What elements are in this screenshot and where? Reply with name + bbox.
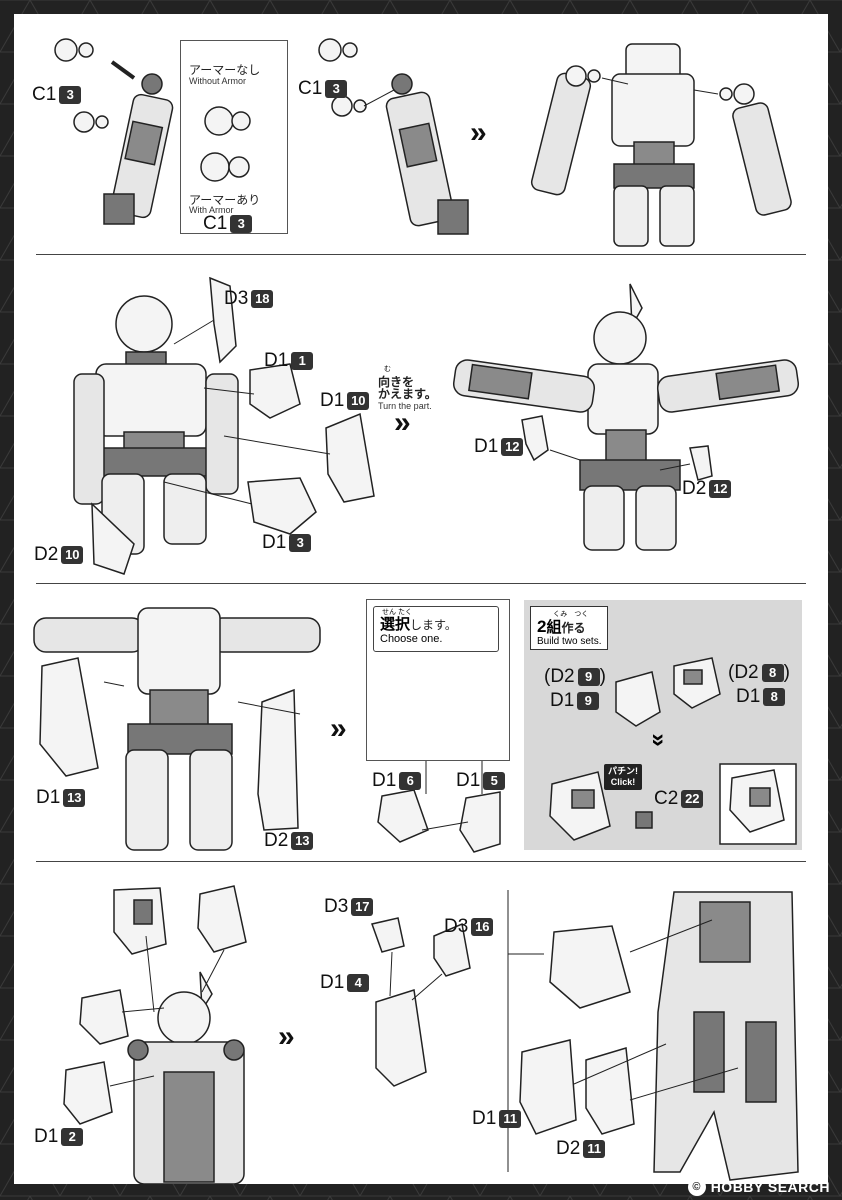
build-en: Build two sets. bbox=[537, 636, 602, 647]
choose-ruby: せん たく bbox=[382, 609, 412, 616]
ball-joint-icon bbox=[200, 106, 251, 182]
copyright-badge-icon: © bbox=[687, 1178, 706, 1196]
click-en: Click! bbox=[610, 777, 636, 787]
turn-ja-2: かえます。 bbox=[378, 387, 437, 401]
step-divider bbox=[36, 583, 806, 584]
armor-with-en: With Armor bbox=[189, 205, 234, 215]
build-ruby: くみ つく bbox=[553, 611, 589, 618]
build-num: 2 bbox=[537, 617, 547, 636]
next-step-arrow: » bbox=[394, 406, 410, 439]
step-divider bbox=[36, 254, 806, 255]
step3-illustration bbox=[33, 607, 501, 853]
armor-none-en: Without Armor bbox=[189, 76, 247, 86]
next-step-arrow: » bbox=[278, 1020, 294, 1053]
down-arrow: » bbox=[645, 733, 673, 747]
hobby-search-watermark: © HOBBY SEARCH bbox=[687, 1178, 830, 1196]
armor-none-ja: アーマーなし bbox=[189, 63, 261, 77]
build-ja-2: 作る bbox=[561, 621, 586, 635]
armor-option-box: アーマーなし Without Armor アーマーあり With Armor C… bbox=[180, 40, 288, 234]
turn-en: Turn the part. bbox=[378, 401, 432, 411]
head-assembly-illustration bbox=[549, 657, 797, 845]
step1-illustration bbox=[54, 38, 792, 247]
armor-with-ja: アーマーあり bbox=[189, 193, 261, 207]
turn-part-note: む 向きを かえます。 Turn the part. bbox=[378, 364, 437, 412]
next-step-arrow: » bbox=[330, 712, 346, 745]
choose-one-box: せん たく 選択します。 Choose one. bbox=[366, 599, 510, 761]
build-ja: 組 bbox=[546, 619, 562, 636]
watermark-text: HOBBY SEARCH bbox=[710, 1179, 830, 1195]
step4-illustration bbox=[63, 885, 799, 1184]
click-ja: パチン! bbox=[608, 766, 638, 776]
build-two-sets-header: くみ つく 2組作る Build two sets. bbox=[530, 606, 609, 650]
choose-ja-rest: します。 bbox=[410, 618, 457, 632]
turn-ruby: む bbox=[384, 366, 391, 373]
choose-en: Choose one. bbox=[380, 633, 443, 645]
next-step-arrow: » bbox=[470, 116, 486, 149]
step2-illustration bbox=[73, 276, 800, 575]
choose-one-header: せん たく 選択します。 Choose one. bbox=[373, 606, 499, 652]
choose-ja-strong: 選択 bbox=[380, 616, 411, 633]
turn-ja-1: 向きを bbox=[378, 375, 415, 389]
step-divider bbox=[36, 861, 806, 862]
click-callout: パチン! Click! bbox=[604, 764, 642, 790]
